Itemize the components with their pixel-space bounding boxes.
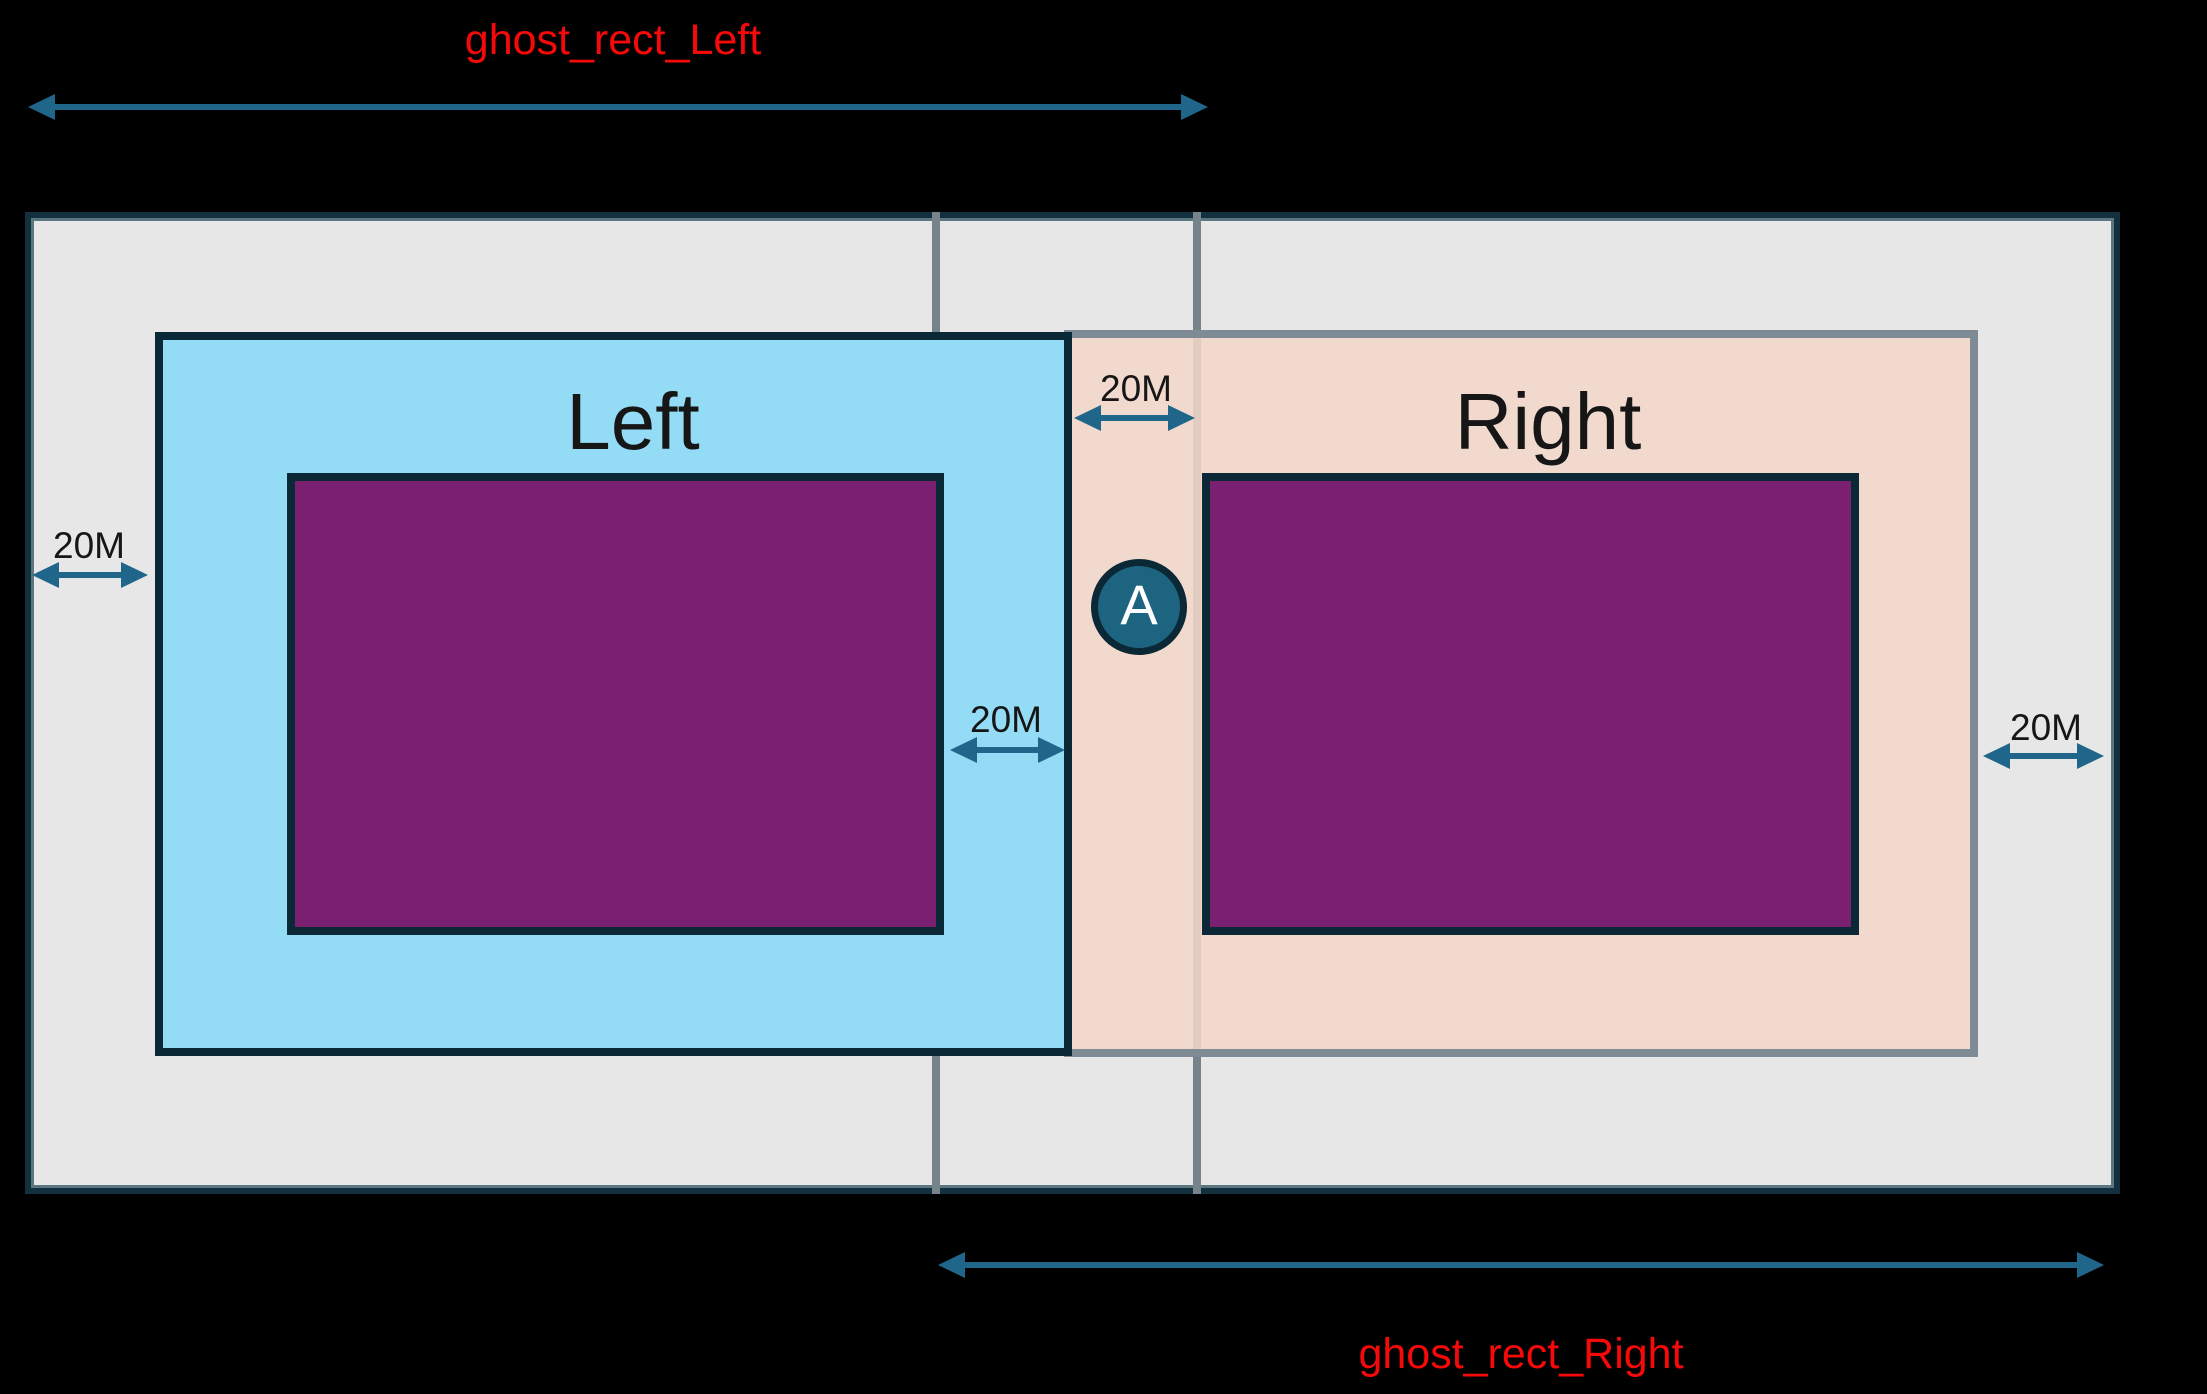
right-inner-rect bbox=[1202, 473, 1859, 935]
arrow-shaft bbox=[968, 747, 1047, 753]
dim-arrow-outer-left bbox=[32, 562, 148, 588]
marker-a: A bbox=[1091, 559, 1187, 655]
dim-arrow-center bbox=[1074, 405, 1195, 431]
dim-label-inner-left: 20M bbox=[970, 699, 1042, 740]
arrow-shaft bbox=[956, 1262, 2086, 1268]
arrow-shaft bbox=[2001, 753, 2086, 759]
arrow-shaft bbox=[1092, 415, 1177, 421]
ghost-rect-right-caption: ghost_rect_Right bbox=[1358, 1330, 1684, 1378]
dim-label-center: 20M bbox=[1100, 368, 1172, 409]
dim-label-outer-right: 20M bbox=[2010, 707, 2082, 748]
dim-arrow-outer-right bbox=[1983, 743, 2104, 769]
marker-a-label: A bbox=[1120, 573, 1158, 636]
ghost-rect-right-extent-arrow bbox=[938, 1252, 2104, 1278]
left-inner-rect bbox=[287, 473, 944, 935]
dim-label-outer-left: 20M bbox=[53, 525, 125, 566]
right-rect-title: Right bbox=[1454, 377, 1642, 466]
arrow-shaft bbox=[46, 104, 1190, 110]
ghost-rect-left-caption: ghost_rect_Left bbox=[464, 16, 762, 64]
arrow-shaft bbox=[50, 572, 130, 578]
left-rect-title: Left bbox=[566, 377, 700, 466]
ghost-rect-left-extent-arrow bbox=[28, 94, 1208, 120]
dim-arrow-inner-left bbox=[950, 737, 1065, 763]
